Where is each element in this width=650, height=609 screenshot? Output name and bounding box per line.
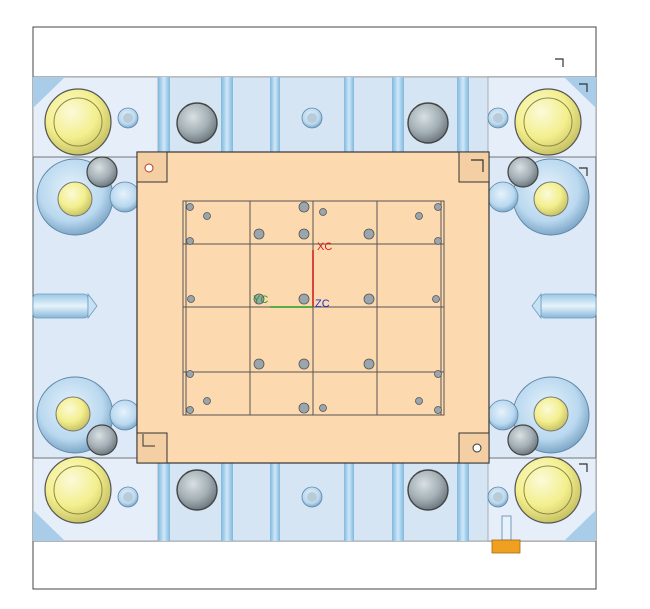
ejector-pin[interactable] <box>186 237 194 245</box>
ejector-pin[interactable] <box>253 358 265 370</box>
ejector-pin[interactable] <box>253 228 265 240</box>
ejector-pin[interactable] <box>298 358 310 370</box>
ejector-pin[interactable] <box>363 358 375 370</box>
cavity-grid <box>182 200 445 416</box>
ejector-pins[interactable] <box>186 201 442 414</box>
ejector-pin[interactable] <box>415 212 423 220</box>
ejector-pin[interactable] <box>434 370 442 378</box>
return-pins[interactable] <box>86 102 539 511</box>
ejector-pin[interactable] <box>186 406 194 414</box>
ejector-pin[interactable] <box>186 203 194 211</box>
accent-block[interactable] <box>491 515 521 554</box>
ejector-pin[interactable] <box>203 212 211 220</box>
y-axis-label: YC <box>253 294 268 306</box>
ejector-pin[interactable] <box>434 237 442 245</box>
ejector-pin[interactable] <box>187 295 195 303</box>
ejector-pin[interactable] <box>186 370 194 378</box>
ejector-pin[interactable] <box>203 397 211 405</box>
leader-pins[interactable] <box>44 88 582 524</box>
ejector-pin[interactable] <box>415 397 423 405</box>
x-axis-label: XC <box>317 241 332 253</box>
ejector-pin[interactable] <box>319 404 327 412</box>
ejector-pin[interactable] <box>434 406 442 414</box>
ejector-pin[interactable] <box>434 203 442 211</box>
ejector-pin[interactable] <box>298 201 310 213</box>
ejector-pin[interactable] <box>363 293 375 305</box>
ejector-pin[interactable] <box>298 293 310 305</box>
small-screws[interactable] <box>117 107 509 508</box>
ejector-pin[interactable] <box>298 228 310 240</box>
ejector-pin[interactable] <box>319 208 327 216</box>
side-rods[interactable] <box>32 292 597 320</box>
ejector-pin[interactable] <box>432 295 440 303</box>
ejector-pin[interactable] <box>363 228 375 240</box>
ejector-pin[interactable] <box>298 402 310 414</box>
z-axis-label: ZC <box>315 298 330 310</box>
ejector-pin[interactable] <box>253 293 265 305</box>
corner-markers <box>555 58 588 472</box>
wcs-triad[interactable]: XC YC ZC <box>253 241 332 310</box>
